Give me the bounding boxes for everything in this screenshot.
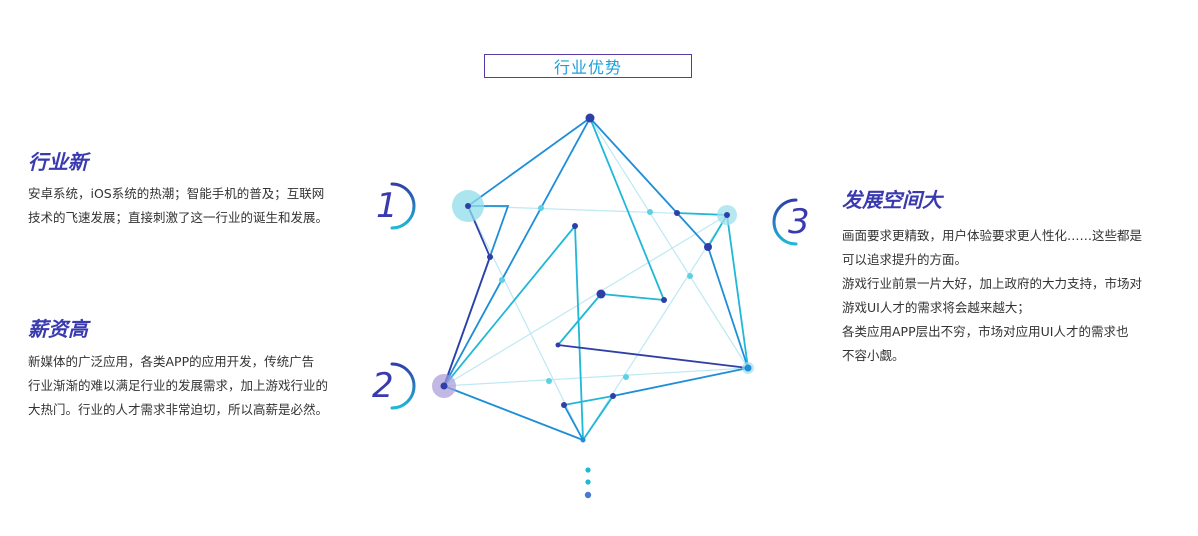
node (596, 289, 606, 299)
node (704, 243, 712, 251)
title-box: 行业优势 (484, 54, 692, 78)
cyan-lines (443, 117, 749, 441)
node (572, 223, 578, 229)
arc-decoration (772, 198, 798, 246)
section-1-number: 1 (376, 186, 398, 226)
outer-lines (443, 117, 749, 441)
node (487, 254, 493, 260)
dot (585, 467, 591, 473)
node (610, 393, 616, 399)
node (440, 382, 448, 390)
section-3-line: 可以追求提升的方面。 (842, 252, 968, 267)
section-2-number: 2 (372, 366, 394, 406)
section-2-line: 行业渐渐的难以满足行业的发展需求，加上游戏行业的 (28, 378, 329, 393)
section-3-line: 画面要求更精致，用户体验要求更人性化……这些都是 (842, 228, 1143, 243)
section-2-text: 新媒体的广泛应用，各类APP的应用开发，传统广告 行业渐渐的难以满足行业的发展需… (28, 350, 328, 422)
node (623, 374, 629, 380)
dot (584, 491, 592, 499)
section-1-text: 安卓系统，iOS系统的热潮；智能手机的普及；互联网 技术的飞速发展；直接刺激了这… (28, 182, 328, 230)
node (499, 277, 505, 283)
section-1-line: 安卓系统，iOS系统的热潮；智能手机的普及；互联网 (28, 186, 325, 201)
node (538, 205, 544, 211)
section-2-line: 大热门。行业的人才需求非常迫切，所以高薪是必然。 (28, 402, 329, 417)
node (744, 364, 752, 372)
section-3-heading: 发展空间大 (842, 188, 942, 212)
network-nodes (440, 113, 752, 443)
node (580, 437, 586, 443)
section-1-heading: 行业新 (28, 150, 88, 174)
arc-decoration (390, 362, 416, 410)
section-3-number: 3 (788, 202, 810, 242)
node (674, 210, 680, 216)
section-2-heading: 薪资高 (28, 317, 88, 341)
node (465, 203, 471, 209)
node (561, 402, 567, 408)
node (661, 297, 667, 303)
node (546, 378, 552, 384)
node (687, 273, 693, 279)
light-lines (443, 117, 749, 441)
section-3-line: 游戏行业前景一片大好，加上政府的大力支持，市场对 (842, 276, 1143, 291)
section-3-line: 游戏UI人才的需求将会越来越大； (842, 300, 1030, 315)
section-1-line: 技术的飞速发展；直接刺激了这一行业的诞生和发展。 (28, 210, 329, 225)
node (647, 209, 653, 215)
dot (585, 479, 591, 485)
arc-decoration (390, 182, 416, 230)
section-3-text: 画面要求更精致，用户体验要求更人性化……这些都是 可以追求提升的方面。 游戏行业… (842, 224, 1142, 368)
node (555, 342, 561, 348)
section-3-line: 不容小觑。 (842, 348, 905, 363)
page-title: 行业优势 (553, 58, 622, 77)
node (585, 113, 595, 123)
node (724, 212, 730, 218)
section-3-line: 各类应用APP层出不穷，市场对应用UI人才的需求也 (842, 324, 1129, 339)
scroll-dots (584, 467, 592, 499)
section-2-line: 新媒体的广泛应用，各类APP的应用开发，传统广告 (28, 354, 315, 369)
